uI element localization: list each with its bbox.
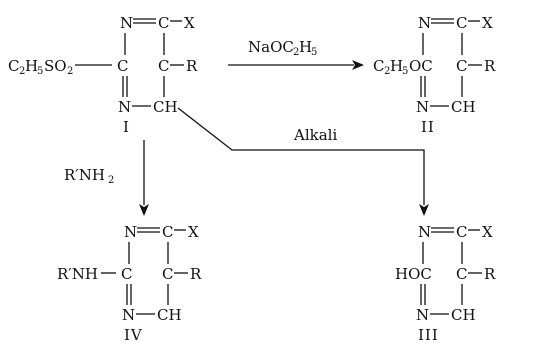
reagent-naoc-label: NaOC (248, 38, 294, 56)
arrow-i-to-iii: Alkali (177, 107, 429, 216)
compound-i-sulfonyl-sub-2: 2 (67, 66, 73, 77)
compound-iii-x-substituent: X (482, 223, 493, 241)
compound-i-ethyl-sub-5: 5 (37, 66, 43, 77)
arrow-i-to-ii: NaOC 2 H 5 (228, 38, 364, 70)
compound-ii-ethoxy-c: C (373, 57, 384, 75)
reagent-amine-sub-2: 2 (108, 175, 114, 186)
reagent-amine-label: R′NH (64, 166, 105, 184)
reagent-naoc-sub-2: 2 (293, 47, 299, 58)
compound-ii-ethoxy-h: H (390, 57, 403, 75)
compound-i-label: I (123, 118, 130, 136)
compound-iv-top-c: C (162, 223, 173, 241)
compound-iv-right-c: C (162, 265, 173, 283)
compound-ii-ethoxy-sub-5: 5 (402, 66, 408, 77)
compound-iv: N C X R′NH C C R N CH IV (57, 223, 202, 344)
compound-ii-x-substituent: X (482, 14, 493, 32)
compound-ii: N C X C 2 H 5 OC C R N CH II (373, 14, 496, 136)
arrow-i-to-iv-head (139, 204, 149, 216)
compound-i-bottom-n: N (118, 98, 131, 116)
compound-iii-top-c: C (456, 223, 467, 241)
compound-iv-r-substituent: R (190, 265, 202, 283)
arrow-i-to-iii-head (419, 204, 429, 216)
compound-iii-label: III (418, 326, 439, 344)
compound-iv-left-c: C (121, 265, 132, 283)
compound-iii-r-substituent: R (484, 265, 496, 283)
compound-iv-x-substituent: X (188, 223, 199, 241)
compound-i: N C X C 2 H 5 SO 2 C C R N CH I (8, 14, 198, 136)
compound-i-top-n: N (120, 14, 133, 32)
compound-iii-right-c: C (456, 265, 467, 283)
compound-ii-r-substituent: R (484, 57, 496, 75)
compound-iv-label: IV (124, 326, 143, 344)
compound-i-left-c: C (117, 57, 128, 75)
reagent-naoc-sub-5: 5 (311, 47, 317, 58)
compound-ii-ethoxy-sub-2: 2 (384, 66, 390, 77)
compound-ii-top-c: C (456, 14, 467, 32)
compound-iv-amine-group: R′NH (57, 265, 98, 283)
compound-i-ethyl-h: H (25, 57, 38, 75)
compound-i-x-substituent: X (184, 14, 195, 32)
compound-ii-label: II (421, 118, 435, 136)
compound-iii: N C X HOC C R N CH III (395, 223, 496, 344)
compound-i-ch: CH (153, 98, 178, 116)
compound-iii-bottom-n: N (416, 306, 429, 324)
reagent-alkali-label: Alkali (293, 126, 337, 144)
compound-i-top-c: C (158, 14, 169, 32)
compound-ii-top-n: N (418, 14, 431, 32)
compound-i-right-c: C (158, 57, 169, 75)
compound-iv-top-n: N (124, 223, 137, 241)
compound-iii-ch: CH (451, 306, 476, 324)
arrow-i-to-ii-head (352, 60, 364, 70)
compound-ii-bottom-n: N (416, 98, 429, 116)
compound-ii-ch: CH (451, 98, 476, 116)
compound-iv-bottom-n: N (122, 306, 135, 324)
compound-iii-top-n: N (418, 223, 431, 241)
arrow-i-to-iv: R′NH 2 (64, 140, 149, 216)
compound-iii-hydroxy-hoc: HOC (395, 265, 432, 283)
compound-ii-right-c: C (456, 57, 467, 75)
compound-ii-ethoxy-oc: OC (409, 57, 433, 75)
compound-i-r-substituent: R (186, 57, 198, 75)
reagent-naoc-h: H (299, 38, 312, 56)
compound-i-ethyl-c: C (8, 57, 19, 75)
arrow-i-to-iii-path (177, 107, 425, 205)
compound-i-sulfonyl-so: SO (44, 57, 67, 75)
compound-iv-ch: CH (157, 306, 182, 324)
compound-i-ethyl-sub-2: 2 (19, 66, 25, 77)
